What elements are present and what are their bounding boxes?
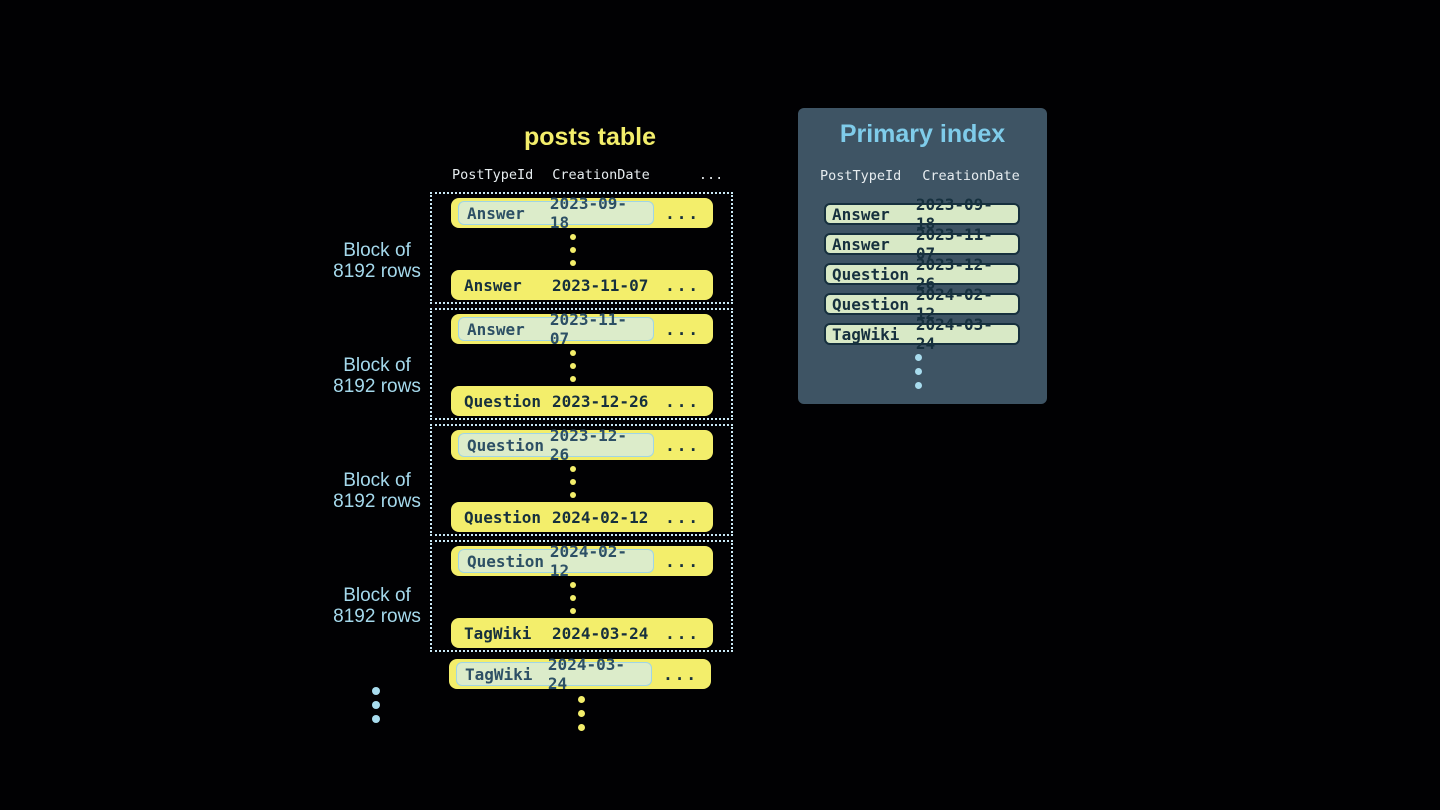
- vertical-ellipsis-dots-icon: [578, 696, 585, 731]
- vertical-ellipsis-dots-icon: [570, 350, 576, 382]
- table-row: Answer 2023-11-07 ...: [451, 270, 713, 300]
- block-label: Block of 8192 rows: [333, 355, 421, 397]
- row-ellipsis: ...: [665, 203, 700, 223]
- block-label: Block of 8192 rows: [333, 240, 421, 282]
- table-row: TagWiki 2024-03-24 ...: [449, 655, 711, 693]
- row-ellipsis: ...: [665, 551, 700, 571]
- index-row: Question 2023-12-26: [824, 255, 1020, 293]
- indexed-key-highlight: Question 2024-02-12: [458, 542, 654, 580]
- table-row: Question 2024-02-12 ...: [451, 502, 713, 532]
- row-ellipsis: ...: [665, 623, 700, 643]
- table-row: TagWiki 2024-03-24 ...: [451, 618, 713, 648]
- row-ellipsis: ...: [665, 507, 700, 527]
- column-header-creationdate: CreationDate: [922, 168, 1020, 184]
- indexed-key-highlight: Question 2023-12-26: [458, 426, 654, 464]
- row-ellipsis: ...: [665, 275, 700, 295]
- block-label: Block of 8192 rows: [333, 470, 421, 512]
- posts-table-column-headers: PostTypeId CreationDate ...: [452, 167, 723, 183]
- index-row: Answer 2023-09-18: [824, 195, 1020, 233]
- table-row: Question 2024-02-12 ...: [451, 542, 713, 580]
- posts-block-2: Answer 2023-11-07 ... Question 2023-12-2…: [430, 308, 733, 420]
- vertical-ellipsis-dots-icon: [570, 234, 576, 266]
- posts-block-1: Answer 2023-09-18 ... Answer 2023-11-07 …: [430, 192, 733, 304]
- primary-index-column-headers: PostTypeId CreationDate: [820, 168, 1020, 184]
- primary-index-title: Primary index: [839, 120, 1006, 148]
- column-header-posttypeid: PostTypeId: [452, 167, 534, 183]
- index-row: TagWiki 2024-03-24: [824, 315, 1020, 353]
- posts-block-4: Question 2024-02-12 ... TagWiki 2024-03-…: [430, 540, 733, 652]
- vertical-ellipsis-dots-icon: [915, 354, 922, 389]
- row-ellipsis: ...: [665, 435, 700, 455]
- posts-table-title: posts table: [524, 123, 656, 151]
- column-header-creationdate: CreationDate: [552, 167, 650, 183]
- table-row: Question 2023-12-26 ...: [451, 386, 713, 416]
- row-ellipsis: ...: [665, 391, 700, 411]
- indexed-key-highlight: TagWiki 2024-03-24: [456, 655, 652, 693]
- vertical-ellipsis-dots-icon: [372, 687, 380, 723]
- column-header-posttypeid: PostTypeId: [820, 168, 902, 184]
- index-row: Question 2024-02-12: [824, 285, 1020, 323]
- table-row: Answer 2023-09-18 ...: [451, 194, 713, 232]
- table-row: Answer 2023-11-07 ...: [451, 310, 713, 348]
- primary-index-panel: Primary index PostTypeId CreationDate An…: [798, 108, 1047, 404]
- table-row: Question 2023-12-26 ...: [451, 426, 713, 464]
- vertical-ellipsis-dots-icon: [570, 466, 576, 498]
- indexed-key-highlight: Answer 2023-09-18: [458, 194, 654, 232]
- vertical-ellipsis-dots-icon: [570, 582, 576, 614]
- posts-block-3: Question 2023-12-26 ... Question 2024-02…: [430, 424, 733, 536]
- column-header-ellipsis: ...: [698, 167, 724, 183]
- indexed-key-highlight: Answer 2023-11-07: [458, 310, 654, 348]
- row-ellipsis: ...: [665, 319, 700, 339]
- row-ellipsis: ...: [663, 664, 698, 684]
- index-row: Answer 2023-11-07: [824, 225, 1020, 263]
- block-label: Block of 8192 rows: [333, 585, 421, 627]
